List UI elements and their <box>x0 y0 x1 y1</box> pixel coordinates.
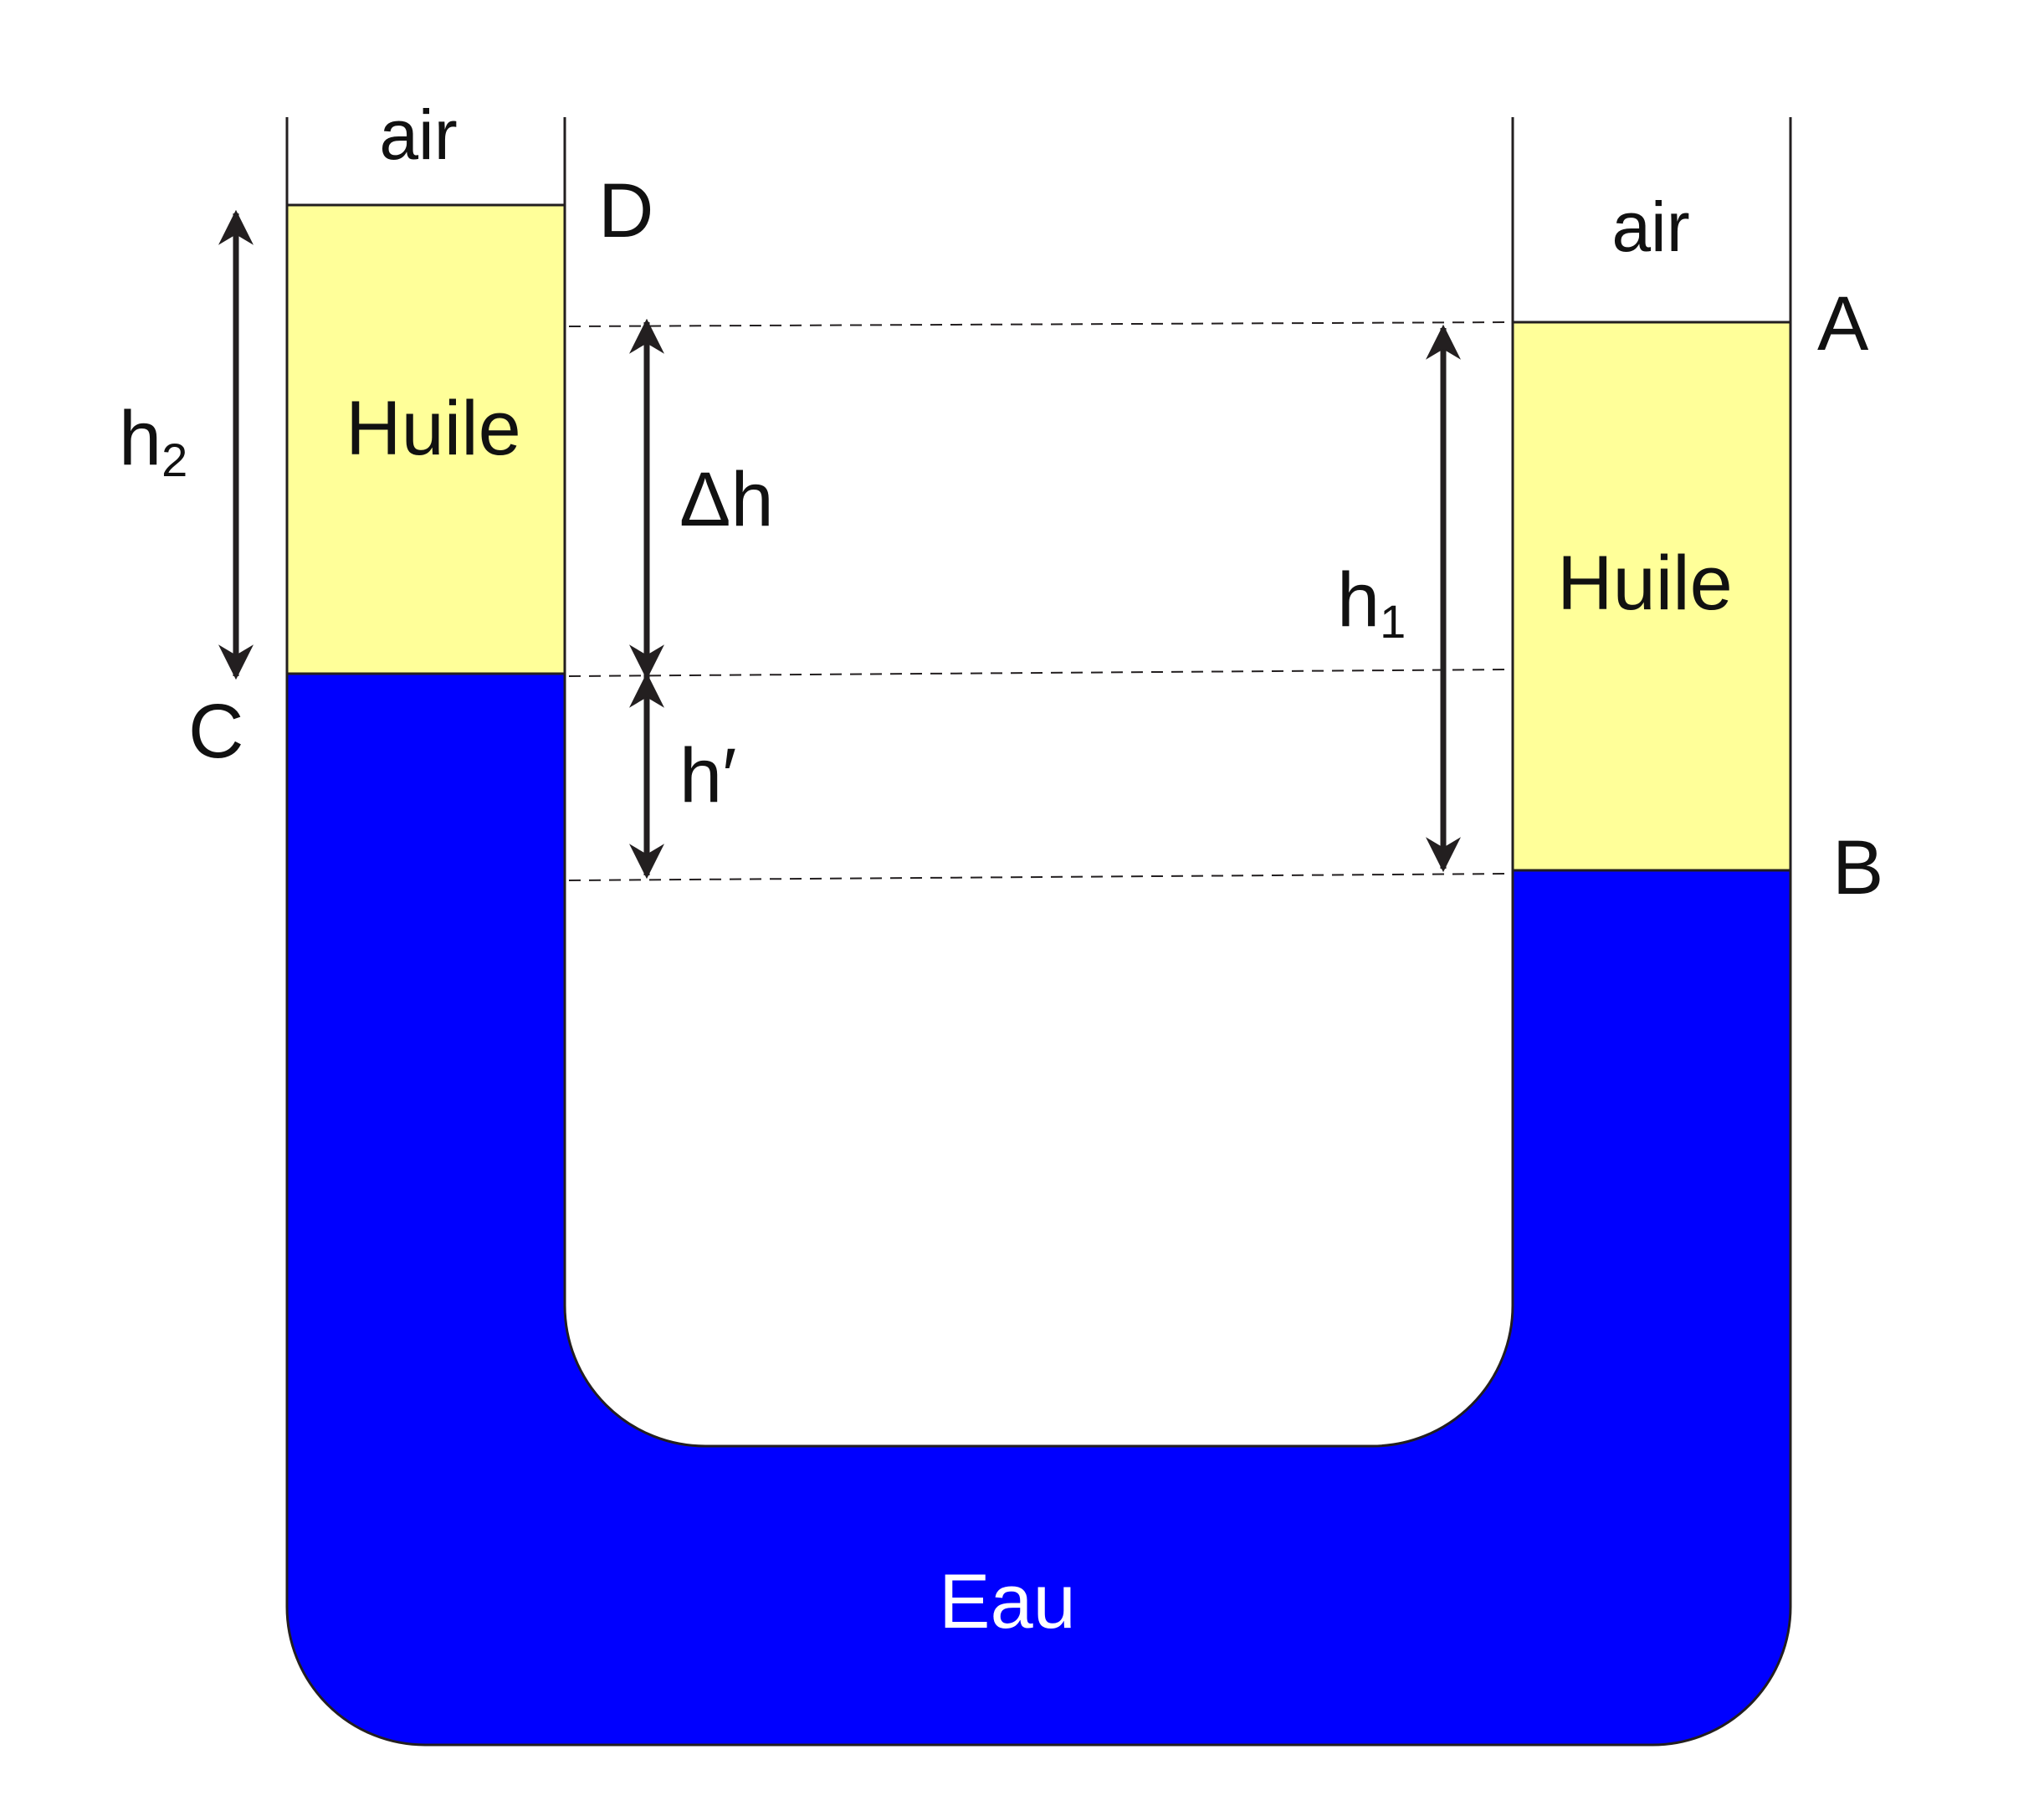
h2-label: h2 <box>119 396 187 486</box>
oil-left-label: Huile <box>346 386 521 471</box>
oil-left-region <box>287 205 565 674</box>
h-prime-label: h′ <box>679 733 736 818</box>
h1-label: h1 <box>1337 557 1406 648</box>
dashed-line-bottom <box>568 873 1511 881</box>
point-b-label: B <box>1832 825 1883 911</box>
air-right-label: air <box>1611 187 1689 266</box>
h1-label-base: h <box>1337 557 1380 643</box>
h1-label-subscript: 1 <box>1380 595 1406 648</box>
point-d-label: D <box>598 168 653 254</box>
point-a-label: A <box>1817 281 1869 367</box>
h2-label-base: h <box>119 396 161 481</box>
dashed-line-middle <box>568 669 1511 677</box>
water-region <box>287 674 1790 1745</box>
tube-outer-wall <box>285 117 1792 1747</box>
delta-h-label: Δh <box>679 457 774 542</box>
oil-right-region <box>1513 322 1790 870</box>
tube-inner-wall <box>563 117 1514 1448</box>
h2-label-subscript: 2 <box>161 433 187 486</box>
dashed-line-top <box>568 321 1511 327</box>
air-left-label: air <box>379 95 457 174</box>
water-label: Eau <box>939 1559 1076 1644</box>
point-c-label: C <box>188 689 243 774</box>
oil-right-label: Huile <box>1557 541 1733 626</box>
